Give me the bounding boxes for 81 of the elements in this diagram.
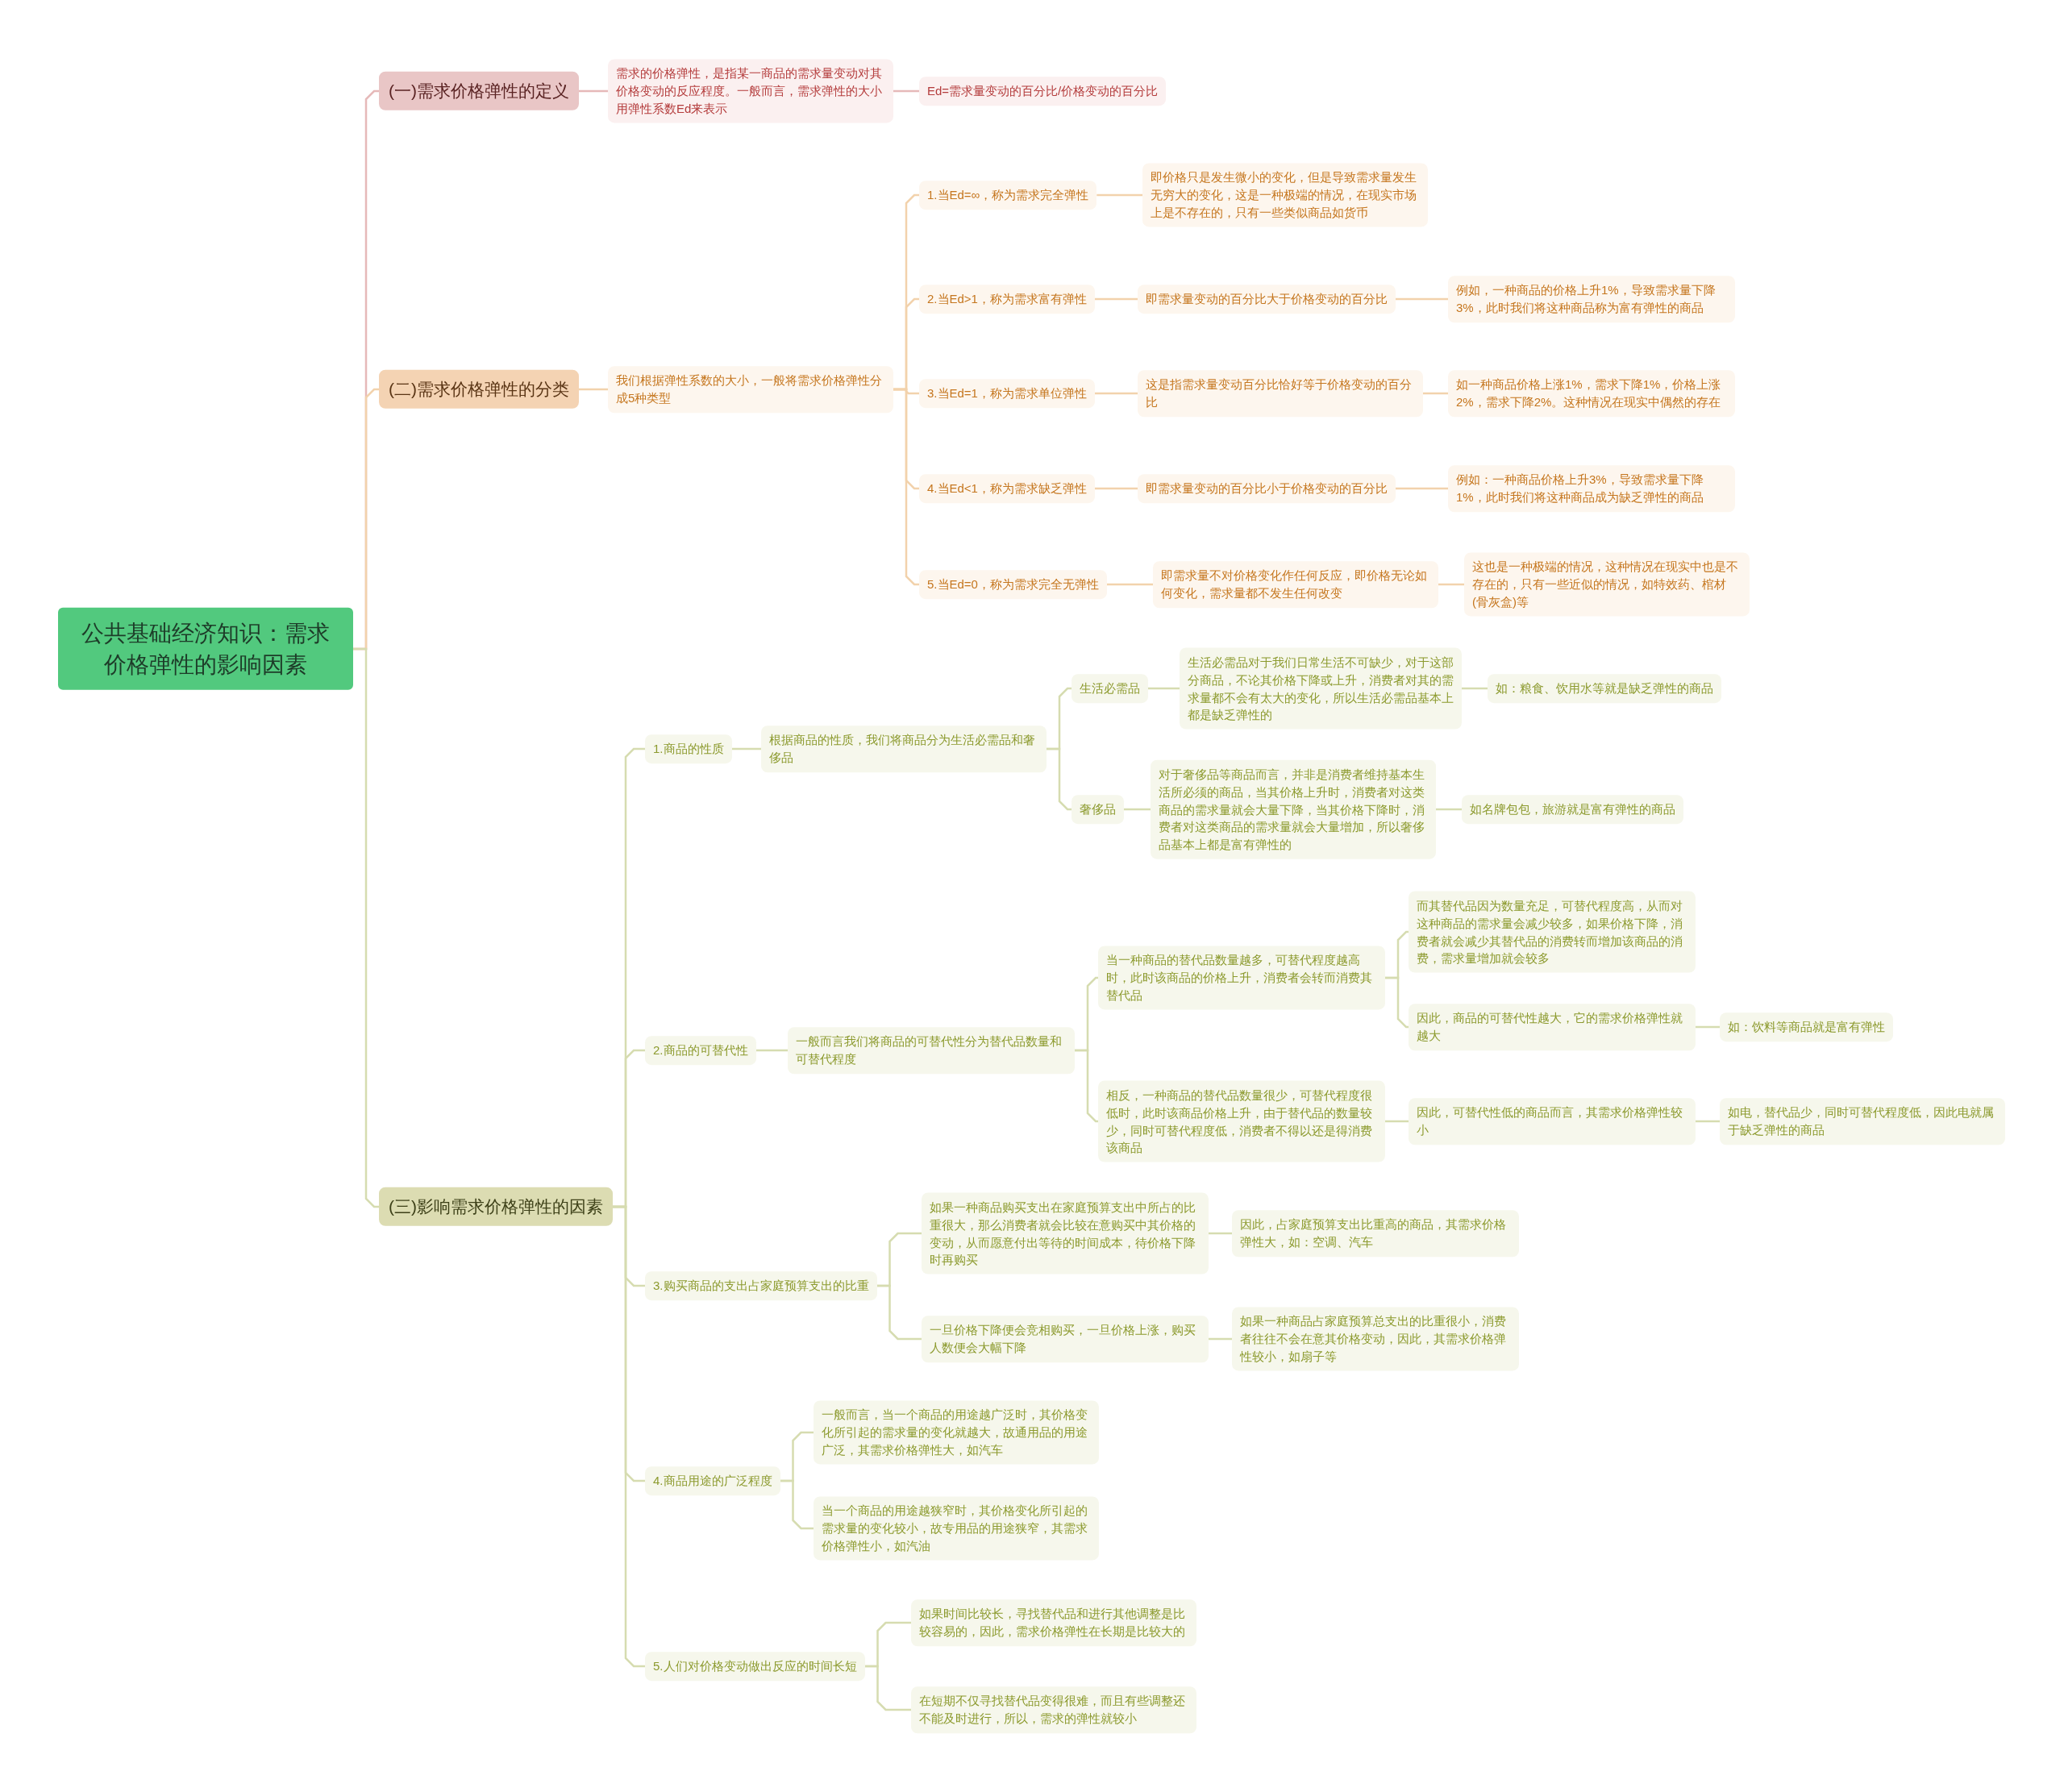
subtopic-card: 即需求量变动的百分比小于价格变动的百分比 bbox=[1138, 474, 1396, 503]
connector-line bbox=[1075, 1049, 1098, 1123]
connector-line bbox=[1423, 392, 1448, 395]
subtopic-card: 4.商品用途的广泛程度 bbox=[645, 1466, 780, 1495]
subtopic-card: 3.当Ed=1，称为需求单位弹性 bbox=[919, 379, 1095, 408]
subtopic-card: 4.当Ed<1，称为需求缺乏弹性 bbox=[919, 474, 1095, 503]
connector-line bbox=[1094, 392, 1138, 395]
connector-line bbox=[780, 1479, 814, 1530]
main-branch-topic: (一)需求价格弹性的定义 bbox=[379, 71, 579, 111]
subtopic-card: 当一种商品的替代品数量越多，可替代程度越高时，此时该商品的价格上升，消费者会转而消费其替代品 bbox=[1098, 946, 1385, 1010]
subtopic-card: 需求的价格弹性，是指某一商品的需求量变动对其价格变动的反应程度。一般而言，需求弹性的大小用弹性系数Ed来表示 bbox=[608, 59, 893, 123]
subtopic-card: 1.当Ed=∞，称为需求完全弹性 bbox=[919, 181, 1097, 210]
subtopic-card: 5.当Ed=0，称为需求完全无弹性 bbox=[919, 570, 1107, 599]
subtopic-card: 而其替代品因为数量充足，可替代程度高，从而对这种商品的需求量会减少较多，如果价格下降，消费者就会减少其替代品的消费转而增加该商品的消费，需求量增加就会较多 bbox=[1409, 891, 1696, 973]
connector-line bbox=[1096, 193, 1142, 197]
subtopic-card: 因此，占家庭预算支出比重高的商品，其需求价格弹性大，如：空调、汽车 bbox=[1232, 1210, 1519, 1257]
connector-line bbox=[1436, 808, 1462, 811]
subtopic-card: 如果一种商品购买支出在家庭预算支出中所占的比重很大，那么消费者就会比较在意购买中其价格的变动，从而愿意付出等待的时间成本，待价格下降时再购买 bbox=[922, 1192, 1209, 1274]
subtopic-card: 即价格只是发生微小的变化，但是导致需求量发生无穷大的变化，这是一种极端的情况，在现实市场上是不存在的，只有一些类似商品如货币 bbox=[1142, 163, 1428, 227]
subtopic-card: 如果时间比较长，寻找替代品和进行其他调整是比较容易的，因此，需求价格弹性在长期是比较大的 bbox=[911, 1599, 1196, 1646]
subtopic-card: 例如：一种商品价格上升3%，导致需求量下降1%，此时我们将这种商品成为缺乏弹性的商品 bbox=[1448, 465, 1735, 512]
subtopic-card: 即需求量不对价格变化作任何反应，即价格无论如何变化，需求量都不发生任何改变 bbox=[1153, 561, 1438, 608]
subtopic-card: 相反，一种商品的替代品数量很少，可替代程度很低时，此时该商品价格上升，由于替代品的数量较少，同时可替代程度低，消费者不得以还是得消费该商品 bbox=[1098, 1080, 1385, 1162]
connector-line bbox=[1396, 297, 1448, 301]
connector-line bbox=[876, 1284, 922, 1341]
connector-line bbox=[1696, 1120, 1720, 1123]
connector-line bbox=[893, 89, 919, 93]
subtopic-card: 我们根据弹性系数的大小，一般将需求价格弹性分成5种类型 bbox=[608, 366, 893, 413]
connector-line bbox=[1148, 687, 1180, 690]
connector-line bbox=[1385, 976, 1409, 1029]
subtopic-card: 当一个商品的用途越狭窄时，其价格变化所引起的需求量的变化较小，故专用品的用途狭窄，其需求价格弹性小，如汽油 bbox=[814, 1496, 1099, 1561]
connector-line bbox=[353, 647, 380, 1208]
subtopic-card: 奢侈品 bbox=[1072, 795, 1124, 824]
connector-line bbox=[1209, 1232, 1232, 1235]
connector-line bbox=[579, 89, 608, 93]
subtopic-card: 对于奢侈品等商品而言，并非是消费者维持基本生活所必须的商品，当其价格上升时，消费者对这类商品的需求量就会大量下降，当其价格下降时，消费者对这类商品的需求量就会大量增加，所以奢侈品基本上都是富有弹性的 bbox=[1151, 759, 1436, 859]
connector-line bbox=[1396, 487, 1448, 490]
connector-line bbox=[755, 1049, 788, 1052]
subtopic-card: 因此，可替代性低的商品而言，其需求价格弹性较小 bbox=[1409, 1098, 1696, 1145]
connector-line bbox=[1094, 297, 1138, 301]
connector-line bbox=[893, 388, 919, 586]
subtopic-card: 3.购买商品的支出占家庭预算支出的比重 bbox=[645, 1271, 877, 1300]
subtopic-card: 如一种商品价格上涨1%，需求下降1%，价格上涨2%，需求下降2%。这种情况在现实中偶然的存在 bbox=[1448, 370, 1735, 417]
subtopic-card: Ed=需求量变动的百分比/价格变动的百分比 bbox=[919, 77, 1167, 106]
connector-line bbox=[579, 388, 608, 391]
connector-line bbox=[1385, 1120, 1409, 1123]
subtopic-card: 一旦价格下降便会竞相购买，一旦价格上涨，购买人数便会大幅下降 bbox=[922, 1316, 1209, 1362]
subtopic-card: 如：饮料等商品就是富有弹性 bbox=[1720, 1012, 1893, 1042]
subtopic-card: 生活必需品 bbox=[1072, 674, 1148, 703]
connector-line bbox=[1124, 808, 1151, 811]
connector-line bbox=[613, 1205, 645, 1668]
central-topic: 公共基础经济知识：需求价格弹性的影响因素 bbox=[58, 607, 353, 691]
subtopic-card: 1.商品的性质 bbox=[645, 734, 732, 763]
subtopic-card: 根据商品的性质，我们将商品分为生活必需品和奢侈品 bbox=[761, 726, 1047, 772]
connector-line bbox=[1696, 1025, 1720, 1029]
subtopic-card: 如电，替代品少，同时可替代程度低，因此电就属于缺乏弹性的商品 bbox=[1720, 1098, 2005, 1145]
connector-line bbox=[864, 1665, 911, 1711]
connector-line bbox=[1047, 747, 1072, 811]
main-branch-topic: (三)影响需求价格弹性的因素 bbox=[379, 1187, 613, 1227]
main-branch-topic: (二)需求价格弹性的分类 bbox=[379, 369, 579, 410]
subtopic-card: 一般而言，当一个商品的用途越广泛时，其价格变化所引起的需求量的变化就越大，故通用品的用途广泛，其需求价格弹性大，如汽车 bbox=[814, 1400, 1099, 1465]
connector-line bbox=[1106, 583, 1153, 586]
subtopic-card: 生活必需品对于我们日常生活不可缺少，对于这部分商品，不论其价格下降或上升，消费者对其的需求量都不会有太大的变化，所以生活必需品基本上都是缺乏弹性的 bbox=[1180, 647, 1462, 730]
subtopic-card: 例如，一种商品的价格上升1%，导致需求量下降3%，此时我们将这种商品称为富有弹性的商品 bbox=[1448, 276, 1735, 322]
subtopic-card: 这也是一种极端的情况，这种情况在现实中也是不存在的，只有一些近似的情况，如特效药、棺材(骨灰盒)等 bbox=[1464, 552, 1750, 617]
subtopic-card: 即需求量变动的百分比大于价格变动的百分比 bbox=[1138, 285, 1396, 314]
subtopic-card: 在短期不仅寻找替代品变得很难，而且有些调整还不能及时进行，所以，需求的弹性就较小 bbox=[911, 1686, 1196, 1733]
subtopic-card: 2.商品的可替代性 bbox=[645, 1036, 756, 1065]
connector-line bbox=[1209, 1337, 1232, 1341]
connector-line bbox=[1094, 487, 1138, 490]
subtopic-card: 因此，商品的可替代性越大，它的需求价格弹性就越大 bbox=[1409, 1004, 1696, 1050]
subtopic-card: 5.人们对价格变动做出反应的时间长短 bbox=[645, 1652, 865, 1681]
subtopic-card: 如：粮食、饮用水等就是缺乏弹性的商品 bbox=[1488, 674, 1721, 703]
connector-line bbox=[1438, 583, 1464, 586]
connector-line bbox=[1462, 687, 1488, 690]
subtopic-card: 一般而言我们将商品的可替代性分为替代品数量和可替代程度 bbox=[788, 1027, 1075, 1074]
subtopic-card: 如果一种商品占家庭预算总支出的比重很小，消费者往往不会在意其价格变动，因此，其需求价格弹性较小，如扇子等 bbox=[1232, 1307, 1519, 1371]
subtopic-card: 如名牌包包，旅游就是富有弹性的商品 bbox=[1462, 795, 1683, 824]
subtopic-card: 这是指需求量变动百分比恰好等于价格变动的百分比 bbox=[1138, 370, 1423, 417]
subtopic-card: 2.当Ed>1，称为需求富有弹性 bbox=[919, 285, 1095, 314]
connector-line bbox=[731, 747, 761, 750]
